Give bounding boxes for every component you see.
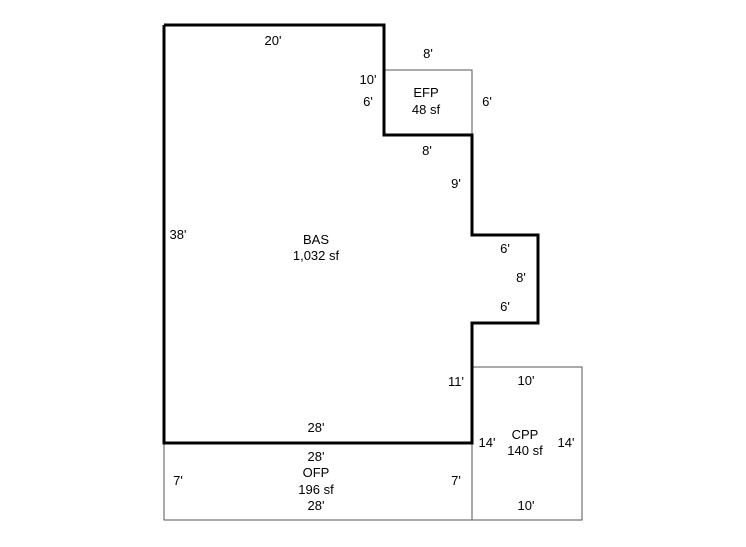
dim-cpp-left: 14' xyxy=(479,435,496,450)
dim-bas-notch-upper: 10' xyxy=(360,72,377,87)
efp-area-label: 48 sf xyxy=(412,102,441,117)
dim-ofp-top: 28' xyxy=(308,449,325,464)
dim-cpp-top: 10' xyxy=(518,373,535,388)
cpp-code-label: CPP xyxy=(512,427,539,442)
dim-cpp-right: 14' xyxy=(558,435,575,450)
dim-bas-notch-lower: 6' xyxy=(363,94,373,109)
ofp-code-label: OFP xyxy=(303,465,330,480)
bas-outline xyxy=(162,23,540,445)
dim-bas-step-vertical: 9' xyxy=(451,176,461,191)
dim-bas-bump-right: 8' xyxy=(516,270,526,285)
dim-cpp-bottom: 10' xyxy=(518,498,535,513)
dim-bas-top: 20' xyxy=(265,33,282,48)
bas-code-label: BAS xyxy=(303,232,329,247)
dim-bas-bump-bottom: 6' xyxy=(500,299,510,314)
dim-ofp-right: 7' xyxy=(451,473,461,488)
efp-code-label: EFP xyxy=(413,85,438,100)
dim-bas-step-horizontal: 8' xyxy=(422,143,432,158)
bas-area-label: 1,032 sf xyxy=(293,248,340,263)
cpp-area-label: 140 sf xyxy=(507,443,543,458)
dim-efp-right: 6' xyxy=(482,94,492,109)
dim-efp-top: 8' xyxy=(423,46,433,61)
dim-ofp-left: 7' xyxy=(173,473,183,488)
dim-ofp-bottom: 28' xyxy=(308,498,325,513)
ofp-area-label: 196 sf xyxy=(298,482,334,497)
dim-bas-lower-right: 11' xyxy=(448,374,464,389)
dim-bas-left: 38' xyxy=(170,227,187,242)
dim-bas-bottom: 28' xyxy=(308,420,325,435)
dim-bas-bump-top: 6' xyxy=(500,241,510,256)
